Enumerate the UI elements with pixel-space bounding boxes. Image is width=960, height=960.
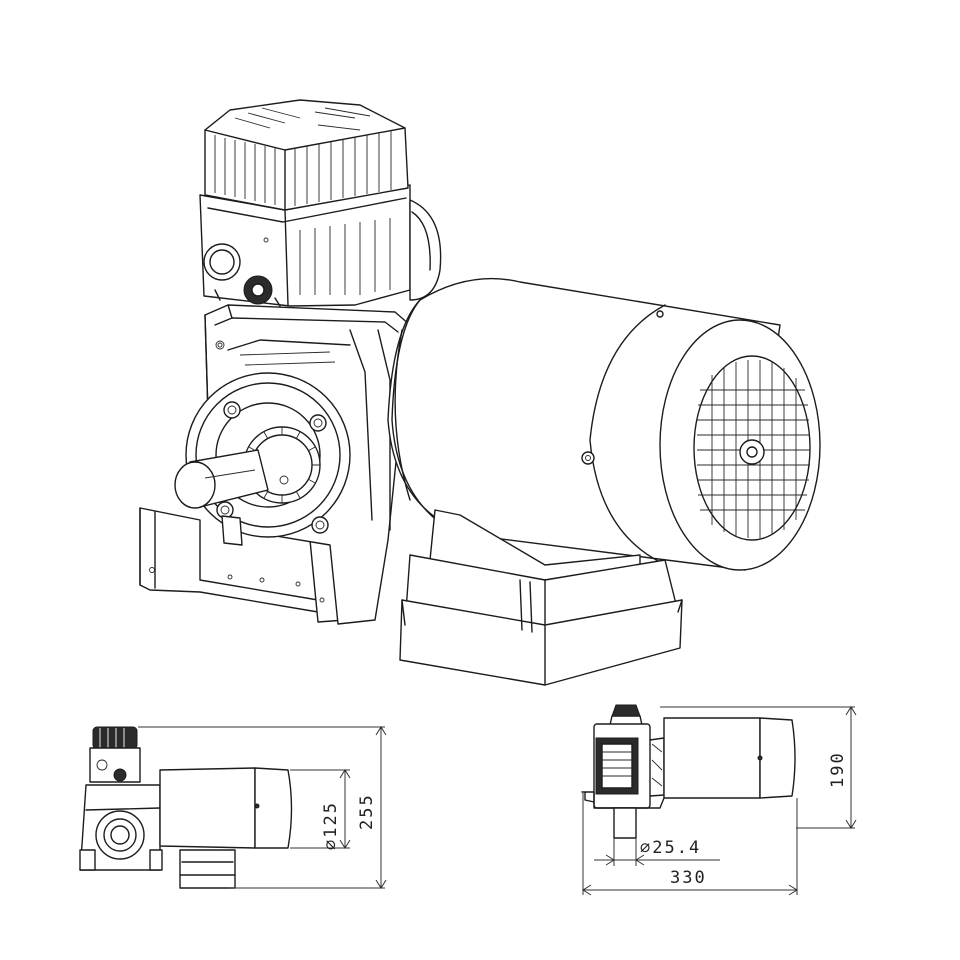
base-box	[399, 509, 683, 686]
terminal-box	[199, 99, 442, 307]
dim-overall-length: 330	[670, 868, 707, 888]
top-view-right: ∅25.4 330 190	[581, 704, 857, 896]
motor-body	[387, 277, 821, 571]
side-view-left: ∅125 255	[79, 726, 387, 889]
dim-motor-diameter: ∅125	[321, 801, 341, 850]
isometric-view	[139, 99, 821, 686]
dim-overall-height-right: 190	[828, 751, 848, 788]
gearbox-housing	[174, 304, 411, 625]
dim-shaft-diameter: ∅25.4	[640, 838, 701, 858]
dim-overall-height-left: 255	[357, 793, 377, 830]
